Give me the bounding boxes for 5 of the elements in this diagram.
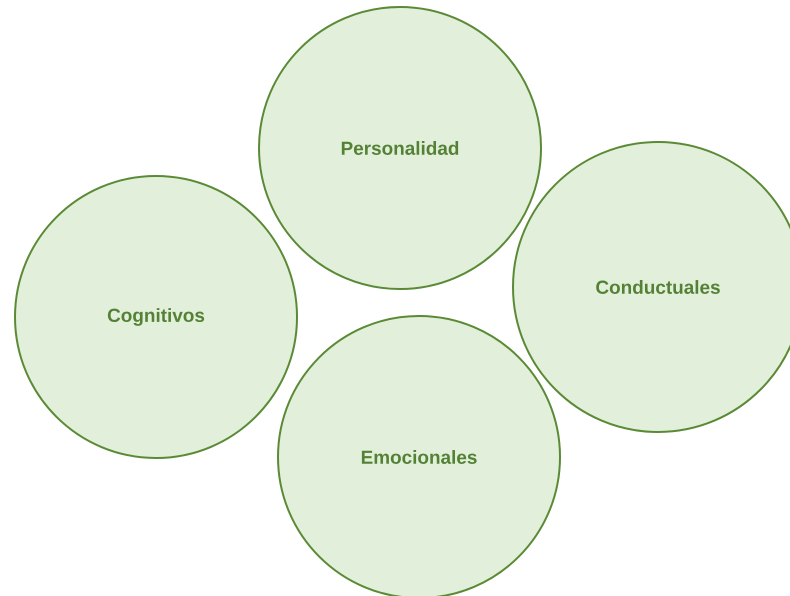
circle-node: Emocionales [277, 314, 561, 596]
circle-node: Conductuales [512, 140, 790, 433]
node-label: Conductuales [596, 280, 720, 294]
circle-node: Cognitivos [14, 174, 298, 459]
circle-node: Personalidad [258, 6, 542, 290]
